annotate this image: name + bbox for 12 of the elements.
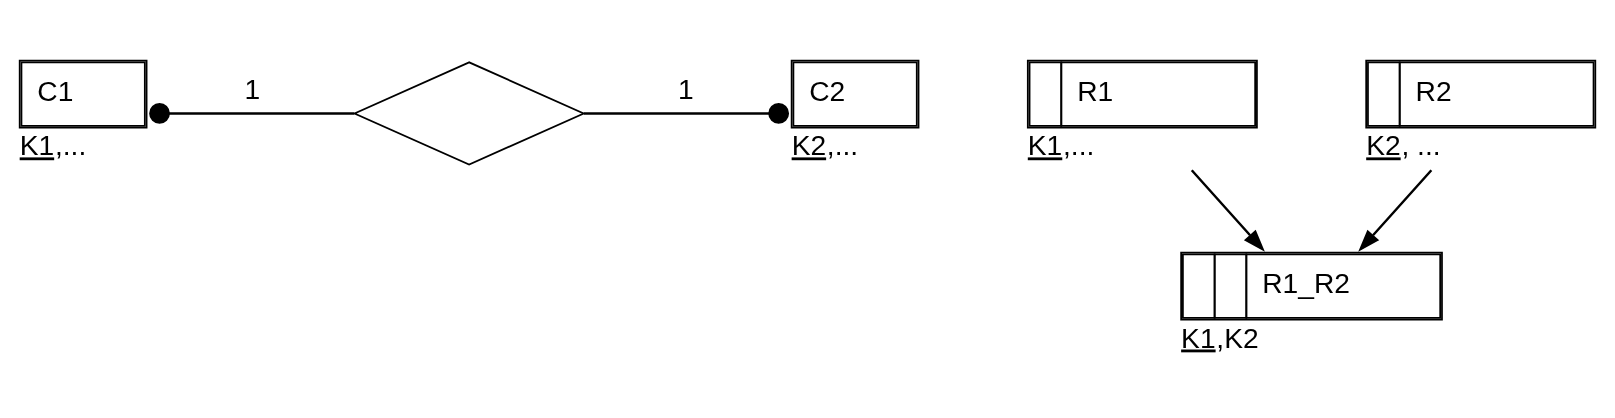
arrow [1190,168,1265,252]
connector [583,102,790,124]
node-label: K1,K2 [1181,321,1259,353]
arrow [1358,168,1433,252]
edge-label: 1 [678,72,694,105]
node-diamond [352,60,586,166]
node-label: K1,... [19,128,87,161]
node-label: K1,... [1027,128,1095,161]
node-label: K2,... [791,128,859,161]
connector [149,102,355,124]
edge-label: 1 [244,72,261,105]
node-label: K2, ... [1366,128,1441,161]
